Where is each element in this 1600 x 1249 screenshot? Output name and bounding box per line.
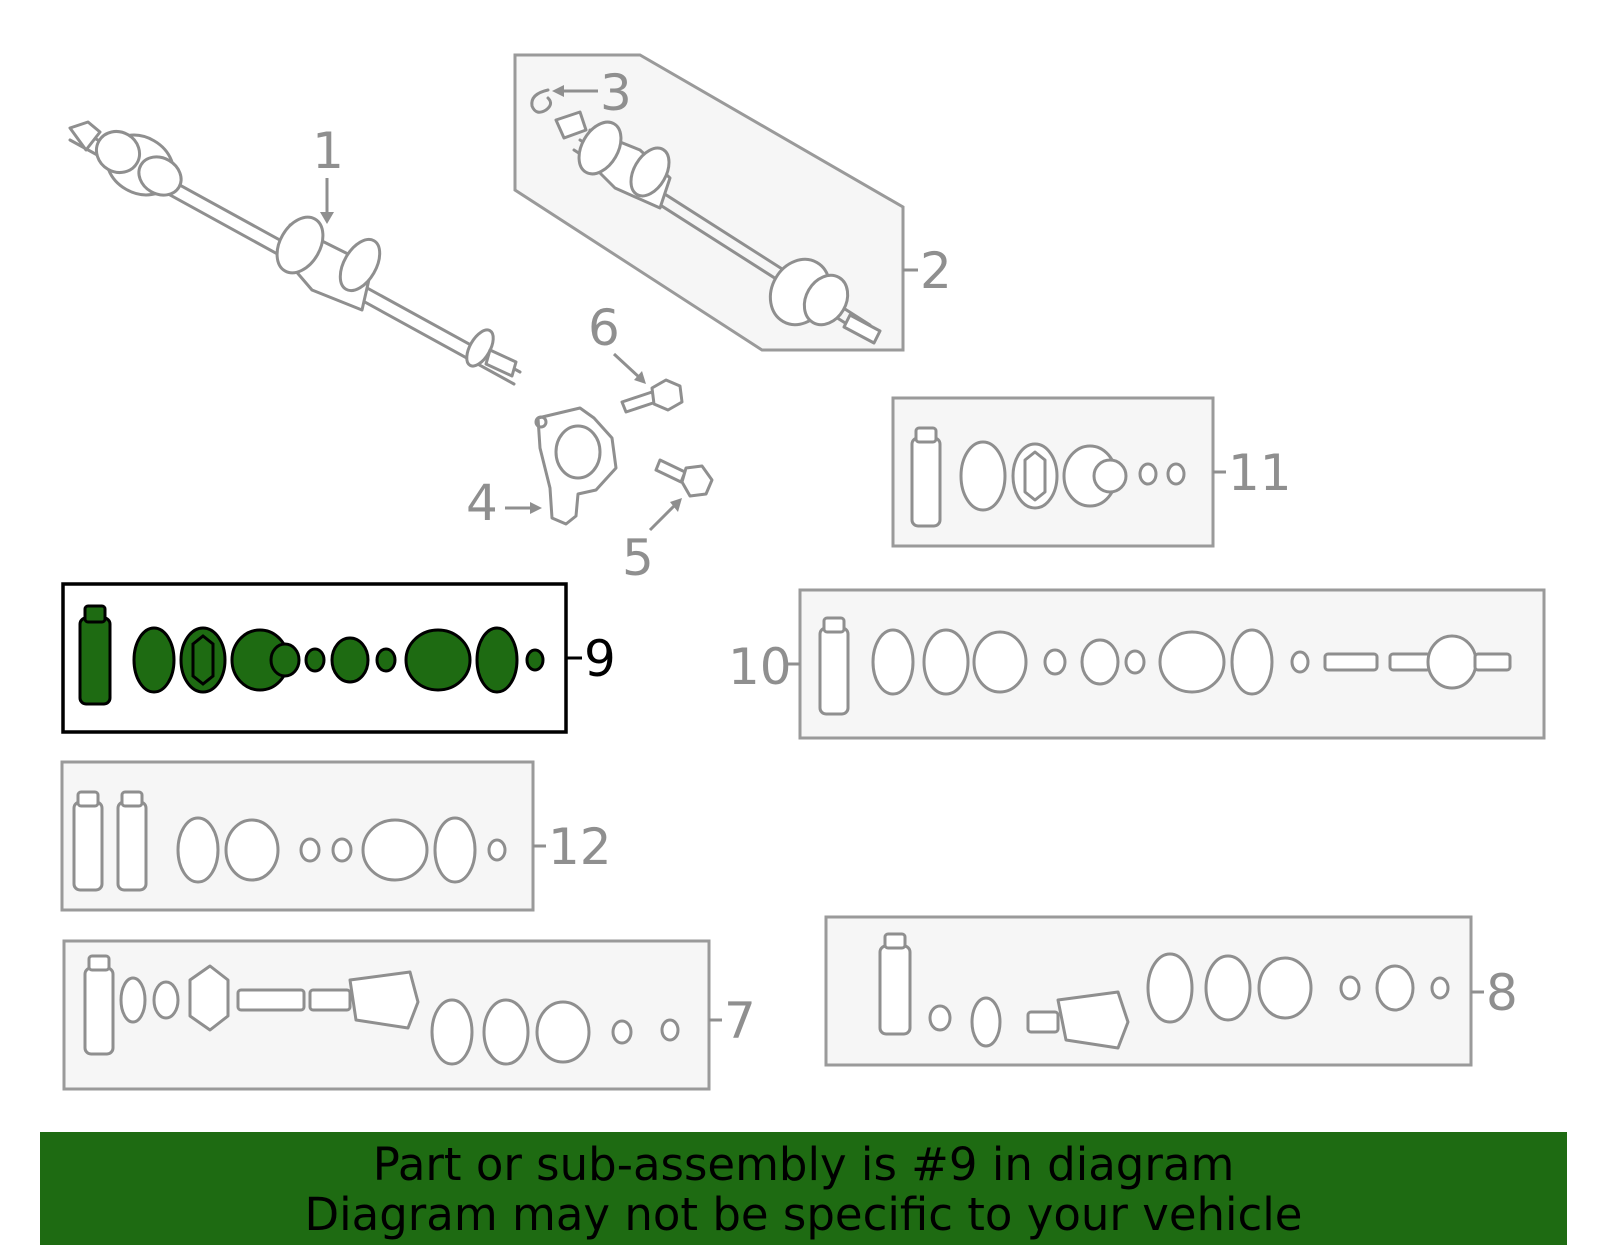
callout-1: 1 <box>312 122 344 224</box>
part-7-joint-kit[interactable] <box>62 939 711 1091</box>
callout-5: 5 <box>622 498 682 587</box>
callout-1-label: 1 <box>312 122 344 180</box>
part-4-bearing-bracket[interactable] <box>534 406 618 526</box>
callout-11-label: 11 <box>1228 444 1292 502</box>
callout-2: 2 <box>903 242 952 300</box>
part-6-bolt[interactable] <box>620 378 684 414</box>
callout-10: 10 <box>728 638 800 696</box>
part-3-snap-ring[interactable] <box>530 88 553 114</box>
callout-8-label: 8 <box>1486 964 1518 1022</box>
callout-9-label: 9 <box>584 630 616 688</box>
callout-6-label: 6 <box>588 299 620 357</box>
part-2-shaft-assembly[interactable] <box>513 53 905 352</box>
part-10-boot-kit[interactable] <box>798 588 1546 740</box>
callout-12: 12 <box>533 818 612 876</box>
callout-4-label: 4 <box>466 474 498 532</box>
callout-3: 3 <box>552 64 632 122</box>
part-12-boot-kit[interactable] <box>60 760 535 912</box>
part-1-drive-shaft[interactable] <box>68 120 522 386</box>
callout-8: 8 <box>1471 964 1518 1022</box>
callout-12-label: 12 <box>548 818 612 876</box>
part-8-joint-kit[interactable] <box>824 915 1473 1067</box>
callout-7: 7 <box>709 992 756 1050</box>
callout-3-label: 3 <box>600 64 632 122</box>
part-9-boot-kit-highlighted[interactable] <box>61 582 568 734</box>
banner-line-2: Diagram may not be specific to your vehi… <box>304 1188 1303 1241</box>
part-11-boot-kit[interactable] <box>891 396 1215 548</box>
callout-2-label: 2 <box>920 242 952 300</box>
part-5-bolt[interactable] <box>654 458 714 498</box>
callout-5-label: 5 <box>622 529 654 587</box>
banner-line-1: Part or sub-assembly is #9 in diagram <box>372 1138 1235 1191</box>
callout-11: 11 <box>1213 444 1292 502</box>
callout-7-label: 7 <box>724 992 756 1050</box>
callout-10-label: 10 <box>728 638 792 696</box>
callout-9: 9 <box>566 630 616 688</box>
info-banner: Part or sub-assembly is #9 in diagram Di… <box>40 1132 1567 1245</box>
callout-4: 4 <box>466 474 542 532</box>
callout-6: 6 <box>588 299 646 384</box>
